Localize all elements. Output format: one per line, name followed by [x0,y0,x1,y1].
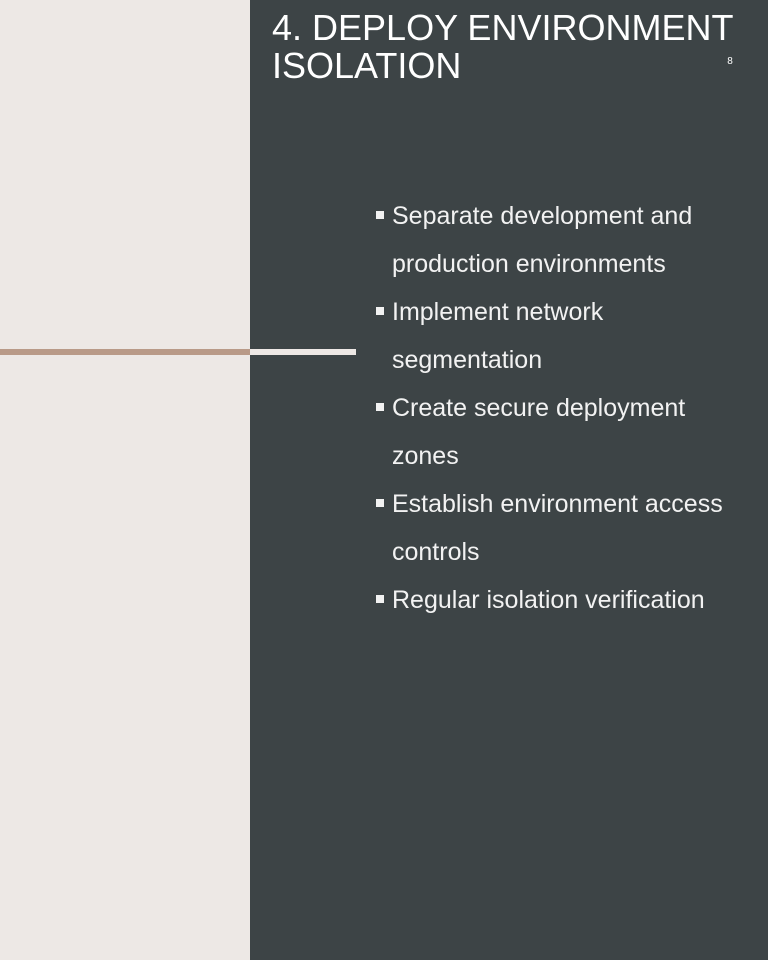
square-bullet-icon [376,499,384,507]
square-bullet-icon [376,307,384,315]
bullet-item: Separate development and production envi… [374,192,744,288]
slide-title: 4. DEPLOY ENVIRONMENT ISOLATION [272,7,733,86]
accent-line-right [250,349,356,355]
bullet-text: Separate development and production envi… [392,202,693,278]
bullet-text: Regular isolation verification [392,586,705,614]
square-bullet-icon [376,403,384,411]
bullet-text: Establish environment access controls [392,490,723,566]
square-bullet-icon [376,211,384,219]
accent-line-left [0,349,250,355]
bullet-text: Implement network segmentation [392,298,604,374]
bullet-item: Establish environment access controls [374,480,744,576]
left-panel [0,0,250,960]
bullet-list: Separate development and production envi… [374,192,744,624]
content-panel [250,0,768,960]
bullet-item: Create secure deployment zones [374,384,744,480]
bullet-item: Regular isolation verification [374,576,744,624]
bullet-item: Implement network segmentation [374,288,744,384]
bullet-text: Create secure deployment zones [392,394,686,470]
square-bullet-icon [376,595,384,603]
page-number: 8 [727,56,733,67]
